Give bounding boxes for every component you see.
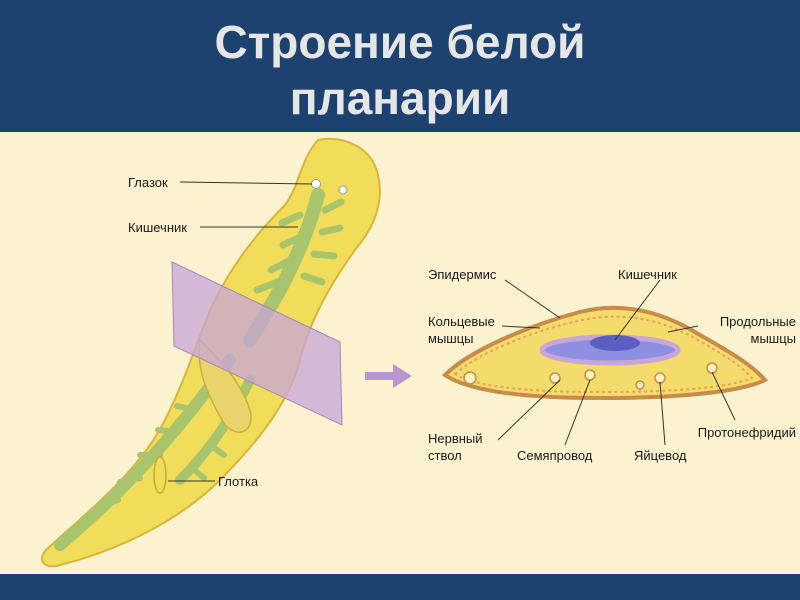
label-epidermis: Эпидермис <box>428 267 497 282</box>
label-eye: Глазок <box>128 175 168 190</box>
label-long-muscles-1: Продольные <box>720 314 796 329</box>
title-line-2: планарии <box>289 72 511 124</box>
title-bar: Строение белой планарии <box>0 0 800 132</box>
leader-lines <box>168 181 736 482</box>
label-intestine-right: Кишечник <box>618 267 677 282</box>
label-ring-muscles-1: Кольцевые <box>428 314 495 329</box>
label-sperm-duct: Семяпровод <box>517 448 593 463</box>
arrow-icon <box>365 364 412 388</box>
slide-title: Строение белой планарии <box>0 14 800 126</box>
title-line-1: Строение белой <box>214 16 586 68</box>
footer-bar <box>0 574 800 600</box>
label-pharynx: Глотка <box>218 474 259 489</box>
label-intestine-left: Кишечник <box>128 220 187 235</box>
label-long-muscles-2: мышцы <box>751 331 797 346</box>
label-nerve-1: Нервный <box>428 431 483 446</box>
label-ring-muscles-2: мышцы <box>428 331 474 346</box>
label-nerve-2: ствол <box>428 448 462 463</box>
section-plane <box>171 261 343 426</box>
label-protonephridium: Протонефридий <box>698 425 796 440</box>
cross-section <box>441 305 769 401</box>
label-oviduct: Яйцевод <box>634 448 687 463</box>
eye-spot <box>311 179 321 189</box>
